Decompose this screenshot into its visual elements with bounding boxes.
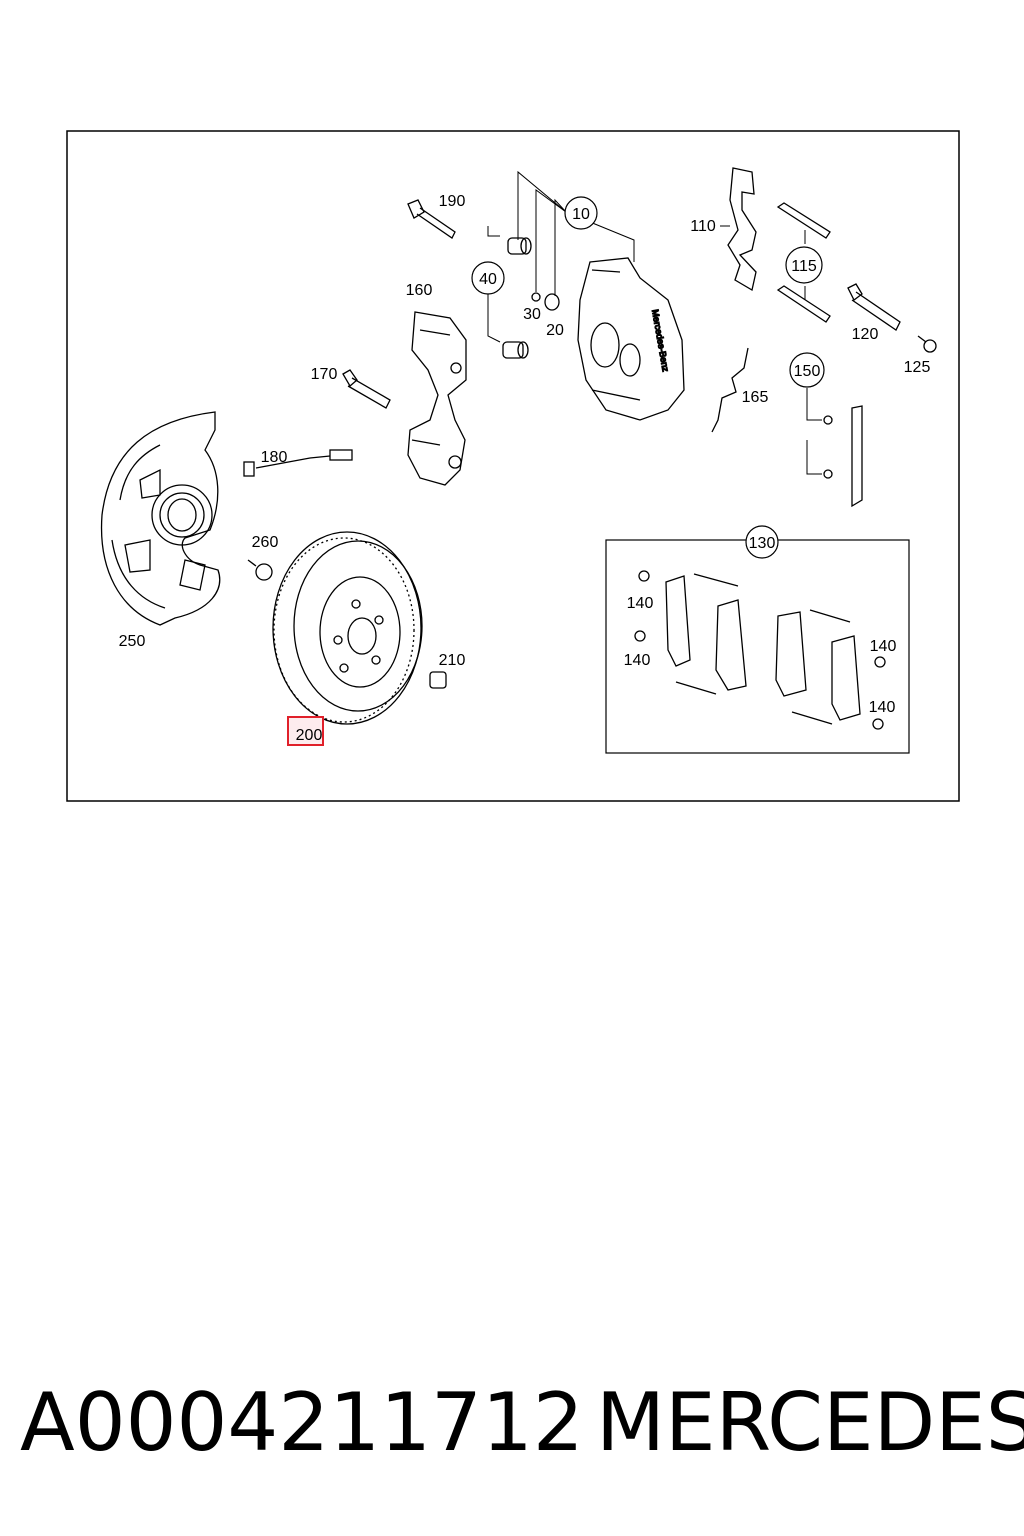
callout-250: 250 (119, 633, 146, 650)
exploded-brake-diagram: Mercedes-Benz (66, 130, 960, 802)
callout-160: 160 (406, 282, 433, 299)
brake-pads-part[interactable] (665, 573, 861, 725)
callout-180: 180 (261, 449, 288, 466)
callout-10: 10 (572, 206, 590, 223)
callout-140-d: 140 (869, 699, 896, 716)
callout-140-c: 140 (870, 638, 897, 655)
brake-disc-part[interactable] (272, 531, 423, 725)
callout-labels: 10 40 115 150 130 190 110 30 20 160 120 … (119, 193, 931, 744)
callout-110: 110 (690, 218, 716, 235)
callout-125: 125 (904, 359, 931, 376)
callout-40: 40 (479, 271, 497, 288)
leader-lines (487, 170, 822, 475)
guide-pin-115-part[interactable] (776, 202, 831, 323)
callout-115: 115 (791, 258, 817, 275)
dust-shield-part[interactable] (100, 411, 221, 626)
screw-260-part[interactable] (247, 559, 273, 581)
bolt-170-part[interactable] (342, 369, 391, 409)
callout-20: 20 (546, 322, 564, 339)
bracket-110-part[interactable] (727, 167, 757, 292)
spring-165-part[interactable] (711, 347, 749, 433)
seal-30-part[interactable] (531, 292, 541, 302)
diagram-frame (66, 130, 960, 802)
callout-190: 190 (439, 193, 466, 210)
callout-140-a: 140 (627, 595, 654, 612)
callout-170: 170 (311, 366, 338, 383)
seal-20-part[interactable] (544, 293, 560, 311)
highlight-box-200 (287, 716, 324, 746)
callout-260: 260 (252, 534, 279, 551)
plate-150-part[interactable] (823, 405, 863, 508)
callout-140-b: 140 (624, 652, 651, 669)
callout-200[interactable]: 200 (296, 727, 323, 744)
bolt-125-part[interactable] (917, 335, 937, 353)
brake-carrier-part[interactable] (407, 311, 467, 486)
bolt-120-part[interactable] (847, 283, 901, 331)
guide-bushing-part[interactable] (502, 237, 532, 359)
callout-circles (471, 196, 825, 559)
screw-210-part[interactable] (429, 671, 447, 689)
brand-caption: MERCEDES (596, 1376, 1024, 1469)
callout-165: 165 (742, 389, 769, 406)
pad-bolts-140-part[interactable] (634, 570, 886, 730)
callout-150: 150 (794, 363, 821, 380)
wear-sensor-180-part[interactable] (243, 449, 353, 477)
part-number-caption: A0004211712 (20, 1376, 584, 1469)
bolt-190-part[interactable] (407, 199, 456, 239)
callout-210: 210 (439, 652, 466, 669)
callout-30: 30 (523, 306, 541, 323)
callout-130: 130 (749, 535, 776, 552)
callout-120: 120 (852, 326, 879, 343)
